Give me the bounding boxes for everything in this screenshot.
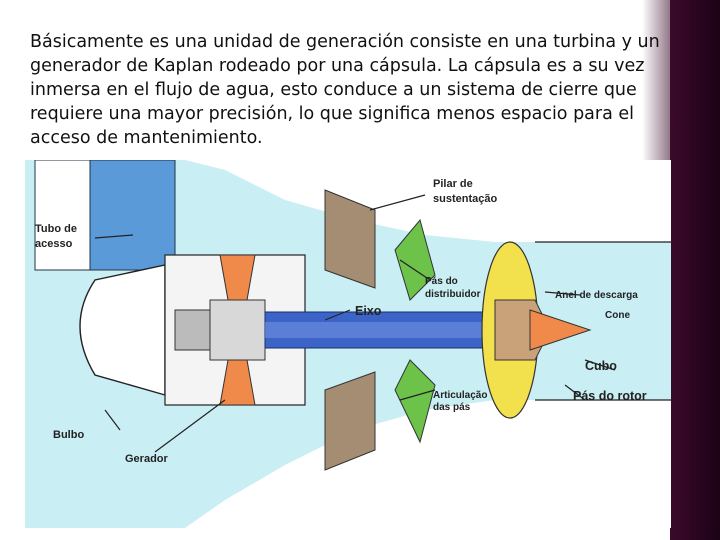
label-discharge-ring: Anel de descarga: [555, 290, 638, 301]
distributor-blade-bottom: [394, 359, 436, 444]
bulb-nose: [79, 264, 166, 396]
cone: [529, 309, 592, 351]
label-articulation-line1: Articulação: [433, 390, 487, 401]
support-pillar-bottom: [324, 371, 376, 471]
distributor-blade-top: [394, 218, 436, 301]
label-rotor-blades: Pás do rotor: [573, 389, 647, 403]
label-access-tube-line2: acesso: [35, 238, 73, 250]
access-tube-shape: [84, 160, 176, 271]
label-support-pillar-line2: sustentação: [433, 193, 497, 205]
label-distributor-line1: Pás do: [425, 276, 458, 287]
label-support-pillar-line1: Pilar de: [433, 178, 473, 190]
label-cone: Cone: [605, 310, 630, 321]
label-access-tube-line1: Tubo de: [35, 223, 77, 235]
label-hub: Cubo: [585, 359, 617, 373]
label-shaft: Eixo: [355, 304, 382, 318]
support-pillar-top: [324, 189, 376, 289]
decorative-side-bar: [642, 0, 720, 540]
bulb-turbine-diagram: Tubo de acesso Pilar de sustentação Pás …: [25, 160, 671, 528]
slide-paragraph: Básicamente es una unidad de generación …: [30, 32, 660, 148]
label-articulation-line2: das pás: [433, 402, 471, 413]
label-distributor-line2: distribuidor: [425, 289, 481, 300]
label-bulb: Bulbo: [53, 429, 84, 441]
generator-rotor: [174, 254, 266, 406]
label-generator: Gerador: [125, 453, 169, 465]
